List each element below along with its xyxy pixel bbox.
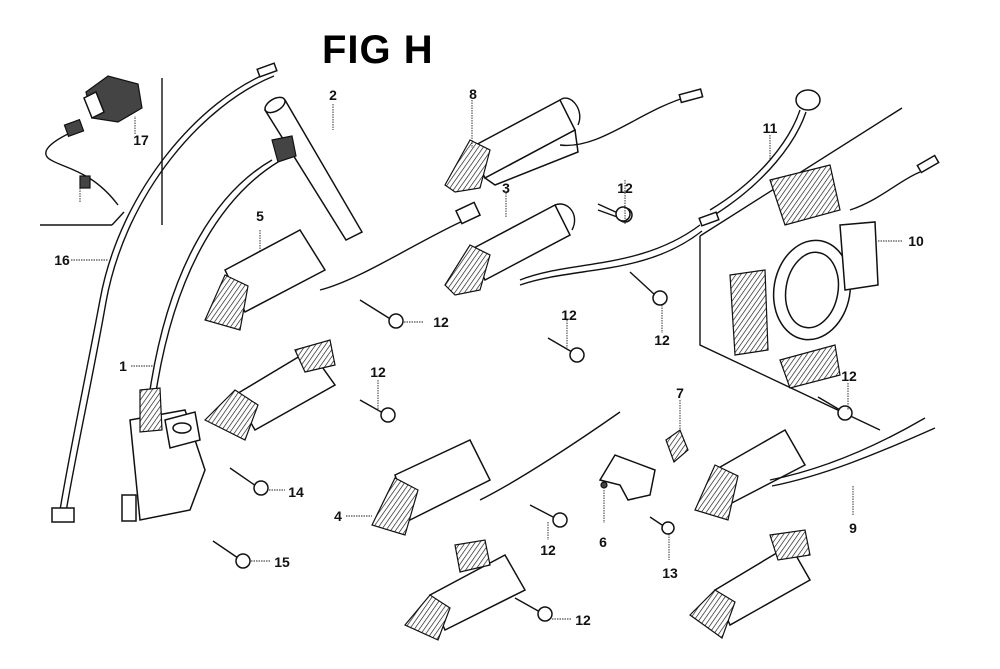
bolt-14b <box>212 540 251 569</box>
bolt-14a <box>229 467 269 496</box>
callout-4: 4 <box>334 508 342 524</box>
callout-12-c: 12 <box>561 307 577 323</box>
callout-16: 17 <box>133 132 149 148</box>
bolt-12c <box>629 271 668 306</box>
callout-14-b: 15 <box>274 554 290 570</box>
callout-9: 9 <box>849 520 857 536</box>
spark-plug-cap-part <box>263 96 364 241</box>
bracket-part <box>598 454 656 501</box>
bolt-12f <box>817 396 853 421</box>
regulator-rectifier-part <box>40 75 163 226</box>
callout-7: 7 <box>676 385 684 401</box>
bolt-12b <box>359 299 404 329</box>
callout-2: 2 <box>329 87 337 103</box>
clamp-part <box>665 429 689 464</box>
callout-12-d: 12 <box>654 332 670 348</box>
callout-15: 16 <box>54 252 70 268</box>
callout-1: 1 <box>119 358 127 374</box>
callout-14-a: 14 <box>288 484 304 500</box>
exciter-coil-upper-part <box>444 203 720 296</box>
leader-lines <box>71 100 902 620</box>
callout-6: 6 <box>599 534 607 550</box>
wire-harness-part <box>51 62 278 523</box>
callout-3: 3 <box>502 180 510 196</box>
callout-8: 8 <box>469 86 477 102</box>
stator-assembly-part <box>699 107 940 431</box>
callout-12-e: 12 <box>370 364 386 380</box>
lighting-coil-pair-part <box>689 417 936 639</box>
ignition-coil-part <box>121 159 279 522</box>
charge-coil-pair-part <box>203 201 482 441</box>
bolts <box>212 203 853 622</box>
bolt-12g <box>529 504 568 528</box>
exciter-coil-top-part <box>444 88 704 223</box>
pulser-coil-pair-part <box>371 411 621 641</box>
callout-12-f: 12 <box>841 368 857 384</box>
bolt-12a <box>597 203 631 222</box>
callout-12-a: 12 <box>617 180 633 196</box>
callout-12-g: 12 <box>540 542 556 558</box>
bolt-12e <box>359 399 396 423</box>
callout-12-h: 12 <box>575 612 591 628</box>
bolt-12d <box>547 337 585 363</box>
bolt-12h <box>514 597 553 622</box>
callout-12-b: 12 <box>433 314 449 330</box>
callout-5: 5 <box>256 208 264 224</box>
callout-13: 13 <box>662 565 678 581</box>
bolt-13 <box>649 516 675 535</box>
callout-11: 11 <box>762 120 778 136</box>
grommet-lead-part <box>709 89 821 215</box>
callout-10: 10 <box>908 233 924 249</box>
figure-title: FIG H <box>322 28 434 72</box>
